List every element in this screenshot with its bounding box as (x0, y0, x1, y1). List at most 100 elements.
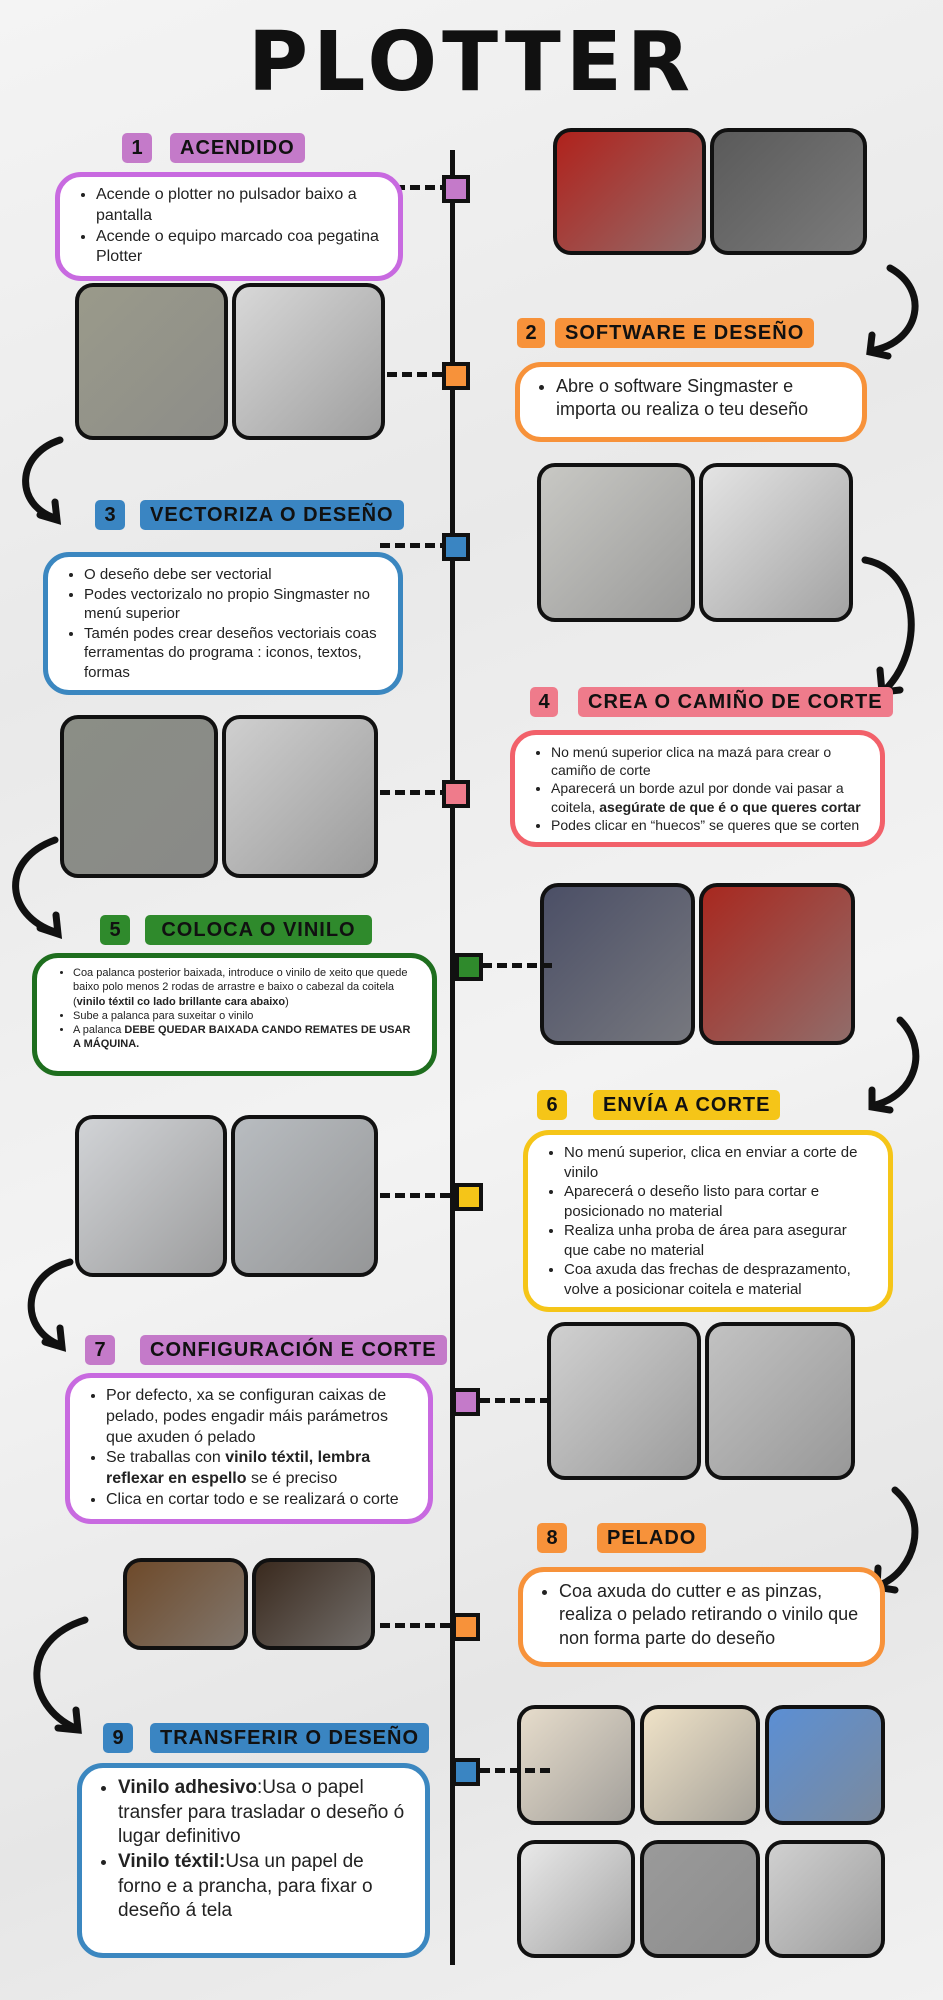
text: Se traballas con (106, 1449, 226, 1467)
step-description-box: Abre o software Singmaster e importa ou … (515, 362, 867, 442)
step-photo (547, 1322, 701, 1480)
list-item: Podes clicar en “huecos” se queres que s… (551, 816, 866, 834)
step-photo (540, 883, 695, 1045)
list-item: Clica en cortar todo e se realizará o co… (106, 1490, 414, 1511)
list-item: Coa axuda das frechas de desprazamento, … (564, 1260, 874, 1299)
text: A palanca (73, 1024, 125, 1037)
step-photo (75, 283, 228, 440)
list-item: O deseño debe ser vectorial (84, 565, 384, 585)
step-description-box: Por defecto, xa se configuran caixas de … (65, 1373, 433, 1524)
step-description-box: No menú superior clica na mazá para crea… (510, 730, 885, 847)
list-item: Aparecerá un borde azul por donde vai pa… (551, 779, 866, 815)
list-item: No menú superior clica na mazá para crea… (551, 743, 866, 779)
list-item: Por defecto, xa se configuran caixas de … (106, 1386, 414, 1448)
bullet-list: O deseño debe ser vectorialPodes vectori… (58, 565, 384, 682)
list-item: Tamén podes crear deseños vectoriais coa… (84, 624, 384, 683)
text: ) (285, 995, 289, 1008)
text: Acende o plotter no pulsador baixo a pan… (96, 186, 357, 224)
step-photo (699, 883, 855, 1045)
bullet-list: Acende o plotter no pulsador baixo a pan… (70, 185, 384, 268)
text: Por defecto, xa se configuran caixas de … (106, 1387, 388, 1446)
step-number-badge: 4 (530, 687, 558, 717)
arrow-head-icon (866, 331, 892, 360)
text: Aparecerá o deseño listo para cortar e p… (564, 1183, 820, 1220)
text: Coa axuda das frechas de desprazamento, … (564, 1261, 851, 1298)
arrow-head-icon (41, 1324, 67, 1352)
list-item: Acende o plotter no pulsador baixo a pan… (96, 185, 384, 227)
list-item: Acende o equipo marcado coa pegatina Plo… (96, 227, 384, 269)
step-photo (60, 715, 218, 878)
bold-text: vinilo téxtil co lado brillante cara aba… (76, 995, 286, 1008)
step-number-badge: 6 (537, 1090, 567, 1120)
step-number-badge: 1 (122, 133, 152, 163)
timeline-node (442, 780, 470, 808)
bold-text: asegúrate de que é o que queres cortar (599, 798, 861, 815)
arrow-head-icon (868, 1086, 894, 1114)
text: Clica en cortar todo e se realizará o co… (106, 1490, 399, 1508)
list-item: Podes vectorizalo no propio Singmaster n… (84, 585, 384, 624)
step-title: COLOCA O VINILO (145, 915, 372, 945)
text: Realiza unha proba de área para asegurar… (564, 1222, 847, 1259)
list-item: Vinilo téxtil:Usa un papel de forno e a … (118, 1850, 411, 1924)
step-number-badge: 3 (95, 500, 125, 530)
step-photo (222, 715, 378, 878)
bullet-list: Coa palanca posterior baixada, introduce… (47, 966, 418, 1052)
bold-text: vinilo téxtil, lembra reflexar en espell… (106, 1449, 371, 1488)
list-item: Coa axuda do cutter e as pinzas, realiza… (559, 1580, 866, 1650)
step-title: PELADO (597, 1523, 707, 1553)
step-description-box: Coa palanca posterior baixada, introduce… (32, 953, 437, 1076)
step-photo (252, 1558, 375, 1650)
list-item: Aparecerá o deseño listo para cortar e p… (564, 1182, 874, 1221)
bullet-list: Vinilo adhesivo:Usa o papel transfer par… (92, 1776, 411, 1924)
text: Tamén podes crear deseños vectoriais coa… (84, 624, 377, 681)
step-photo (640, 1705, 760, 1825)
step-title: VECTORIZA O DESEÑO (140, 500, 404, 530)
curved-arrow-icon (12, 836, 59, 936)
text: Coa axuda do cutter e as pinzas, realiza… (559, 1581, 859, 1648)
bold-text: Vinilo adhesivo (118, 1777, 258, 1798)
dashed-connector (380, 1623, 450, 1628)
arrow-head-icon (36, 911, 63, 940)
text: Coa palanca posterior baixada, introduce… (73, 967, 408, 1008)
step-description-box: Vinilo adhesivo:Usa o papel transfer par… (77, 1763, 430, 1958)
step-description-box: Coa axuda do cutter e as pinzas, realiza… (518, 1567, 885, 1667)
text: O deseño debe ser vectorial (84, 566, 272, 583)
list-item: Abre o software Singmaster e importa ou … (556, 375, 848, 422)
step-title: CONFIGURACIÓN E CORTE (140, 1335, 447, 1365)
step-photo (232, 283, 385, 440)
step-photo (699, 463, 853, 622)
text: No menú superior clica na mazá para crea… (551, 744, 832, 779)
curved-arrow-icon (871, 264, 919, 354)
text: No menú superior, clica en enviar a cort… (564, 1144, 858, 1181)
timeline-node (452, 1388, 480, 1416)
step-number-badge: 7 (85, 1335, 115, 1365)
step-number-badge: 8 (537, 1523, 567, 1553)
timeline-node (442, 533, 470, 561)
step-photo (123, 1558, 248, 1650)
bullet-list: Por defecto, xa se configuran caixas de … (80, 1386, 414, 1511)
list-item: Sube a palanca para suxeitar o vinilo (73, 1009, 418, 1023)
curved-arrow-icon (27, 1258, 74, 1349)
step-number-badge: 2 (517, 318, 545, 348)
dashed-connector (380, 790, 450, 795)
dashed-connector (480, 1398, 550, 1403)
step-description-box: Acende o plotter no pulsador baixo a pan… (55, 172, 403, 282)
dashed-connector (480, 1768, 550, 1773)
dashed-connector (387, 372, 457, 377)
timeline-node (442, 175, 470, 203)
step-photo (705, 1322, 855, 1480)
bullet-list: No menú superior clica na mazá para crea… (525, 743, 866, 834)
text: Acende o equipo marcado coa pegatina Plo… (96, 227, 379, 266)
list-item: Vinilo adhesivo:Usa o papel transfer par… (118, 1776, 411, 1850)
curved-arrow-icon (861, 556, 915, 694)
bullet-list: Abre o software Singmaster e importa ou … (530, 375, 848, 422)
arrow-head-icon (36, 498, 62, 525)
timeline-node (442, 362, 470, 390)
list-item: No menú superior, clica en enviar a cort… (564, 1143, 874, 1182)
step-description-box: O deseño debe ser vectorialPodes vectori… (43, 552, 403, 695)
bullet-list: Coa axuda do cutter e as pinzas, realiza… (533, 1580, 866, 1650)
text: Aparecerá un borde azul por donde vai pa… (551, 780, 844, 815)
list-item: Coa palanca posterior baixada, introduce… (73, 966, 418, 1009)
step-photo (517, 1705, 635, 1825)
step-photo (537, 463, 695, 622)
